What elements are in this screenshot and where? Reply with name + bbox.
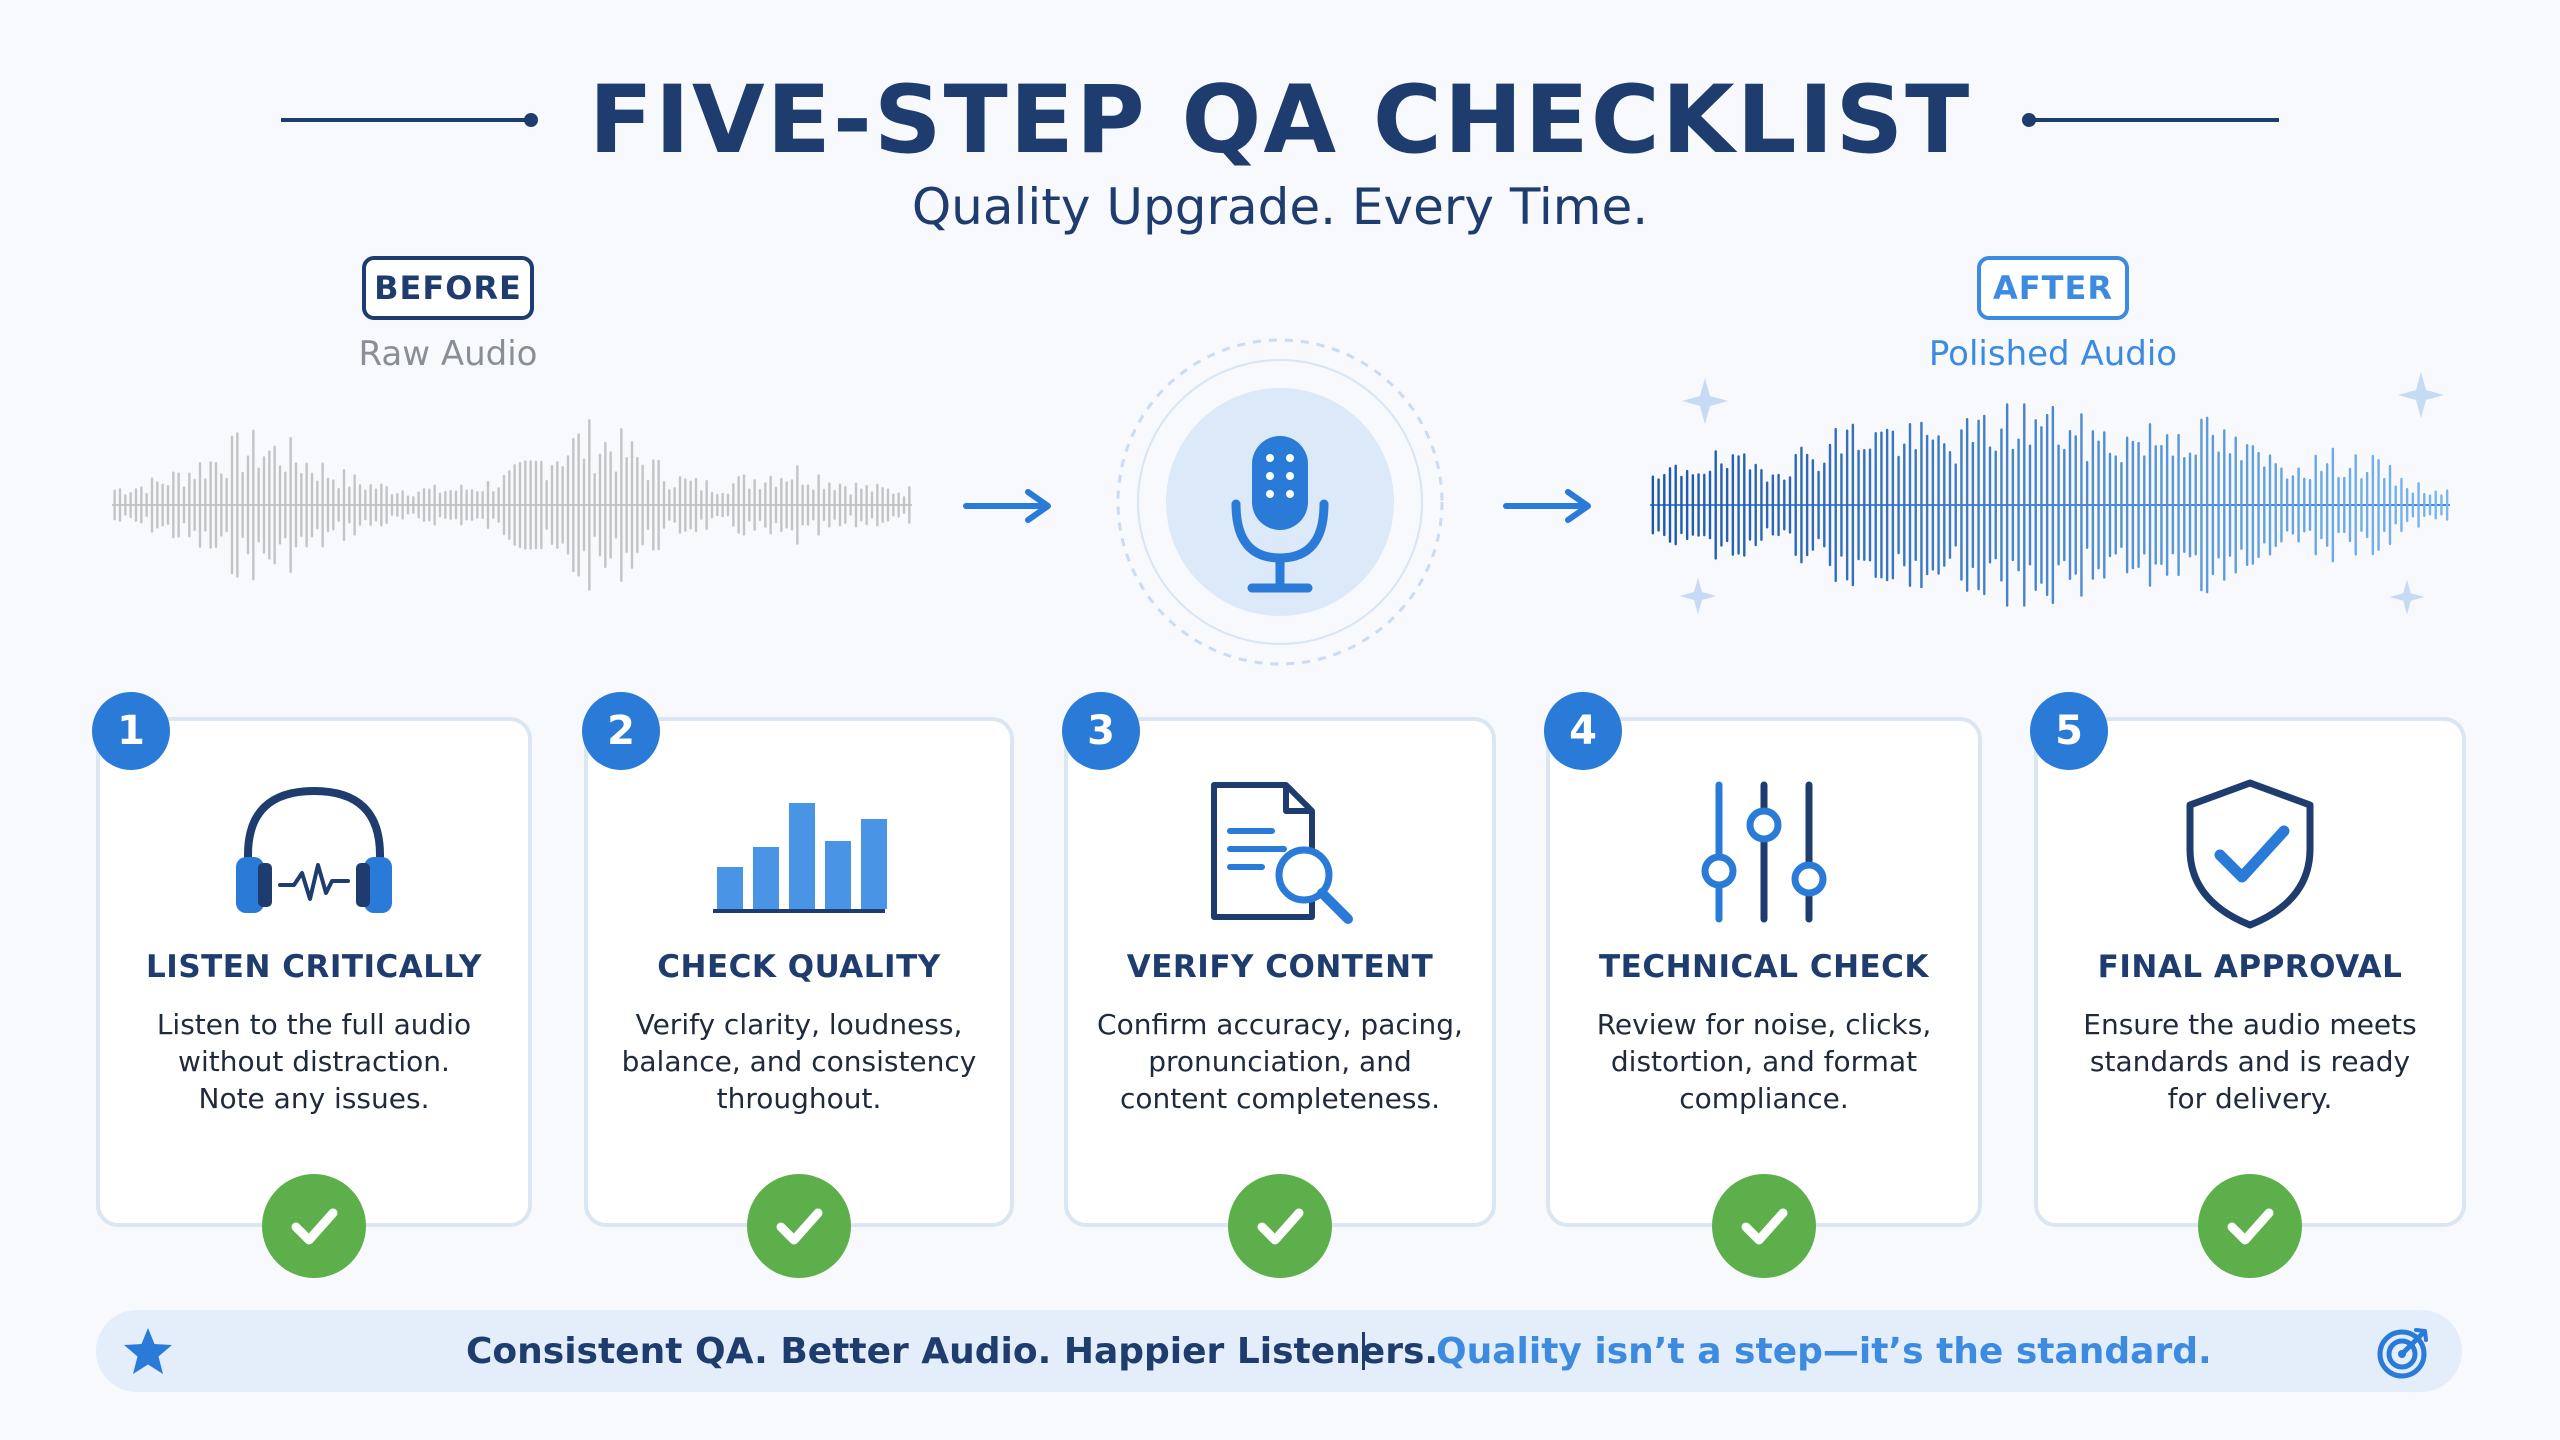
step-description-line: pronunciation, and: [1148, 1045, 1412, 1078]
step-description: Ensure the audio meets standards and is …: [2058, 1006, 2442, 1117]
headphones-icon: [236, 786, 392, 913]
star-icon: [124, 1328, 172, 1374]
step-description-line: throughout.: [716, 1082, 882, 1115]
arrow-right-icon: [963, 489, 1051, 523]
step-description: Confirm accuracy, pacing, pronunciation,…: [1088, 1006, 1472, 1117]
step-description: Verify clarity, loudness, balance, and c…: [608, 1006, 990, 1117]
microphone-icon: [1116, 338, 1444, 666]
step-description: Listen to the full audio without distrac…: [120, 1006, 508, 1117]
sparkle-icon: [2398, 372, 2444, 418]
before-caption: Raw Audio: [358, 334, 538, 374]
sparkle-icon: [1679, 577, 1717, 615]
check-icon: [1712, 1174, 1816, 1278]
step-description-line: distortion, and format: [1610, 1045, 1918, 1078]
step-card-4: TECHNICAL CHECK Review for noise, clicks…: [1546, 717, 1982, 1227]
step-card-3: VERIFY CONTENT Confirm accuracy, pacing,…: [1064, 717, 1496, 1227]
bar-chart-icon: [713, 803, 887, 913]
step-description-line: Ensure the audio meets: [2083, 1008, 2417, 1041]
page-title: FIVE-STEP QA CHECKLIST: [588, 65, 1972, 175]
footer-slogan: Quality isn’t a step—it’s the standard.: [1436, 1330, 2212, 1372]
step-title: TECHNICAL CHECK: [1599, 949, 1929, 985]
arrow-right-icon: [1503, 489, 1591, 523]
shield-check-icon: [2186, 779, 2314, 929]
step-description-line: Confirm accuracy, pacing,: [1097, 1008, 1463, 1041]
step-description-line: for delivery.: [2167, 1082, 2333, 1115]
step-description-line: compliance.: [1679, 1082, 1849, 1115]
check-icon: [1228, 1174, 1332, 1278]
step-description-line: Note any issues.: [198, 1082, 430, 1115]
step-card-5: FINAL APPROVAL Ensure the audio meets st…: [2034, 717, 2466, 1227]
step-card-1: LISTEN CRITICALLY Listen to the full aud…: [96, 717, 532, 1227]
after-tag: AFTER: [1977, 256, 2129, 320]
before-tag: BEFORE: [362, 256, 534, 320]
sparkle-icon: [2389, 579, 2425, 615]
after-caption: Polished Audio: [1928, 334, 2178, 374]
sliders-icon: [1701, 781, 1827, 923]
step-number-badge: 4: [1544, 692, 1622, 770]
target-icon: [2377, 1328, 2428, 1379]
page-subtitle: Quality Upgrade. Every Time.: [911, 178, 1649, 236]
step-number-badge: 2: [582, 692, 660, 770]
document-search-icon: [1211, 782, 1353, 924]
step-description-line: content completeness.: [1120, 1082, 1440, 1115]
step-number-badge: 5: [2030, 692, 2108, 770]
step-description: Review for noise, clicks, distortion, an…: [1570, 1006, 1958, 1117]
footer-tagline: Consistent QA. Better Audio. Happier Lis…: [466, 1330, 1439, 1372]
polished-audio-waveform: [1650, 403, 2450, 607]
title-row: FIVE-STEP QA CHECKLIST: [0, 60, 2560, 180]
title-right-divider: [2022, 113, 2280, 127]
sparkle-icon: [1682, 378, 1728, 424]
check-icon: [262, 1174, 366, 1278]
step-title: LISTEN CRITICALLY: [146, 949, 482, 985]
step-title: FINAL APPROVAL: [2097, 949, 2403, 985]
step-description-line: Verify clarity, loudness,: [635, 1008, 963, 1041]
step-description-line: Listen to the full audio: [156, 1008, 472, 1041]
step-card-2: CHECK QUALITY Verify clarity, loudness, …: [584, 717, 1014, 1227]
check-icon: [747, 1174, 851, 1278]
step-description-line: standards and is ready: [2089, 1045, 2411, 1078]
step-title: CHECK QUALITY: [657, 949, 941, 985]
step-title: VERIFY CONTENT: [1126, 949, 1434, 985]
check-icon: [2198, 1174, 2302, 1278]
title-left-divider: [280, 113, 538, 127]
step-description-line: without distraction.: [178, 1045, 450, 1078]
step-description-line: Review for noise, clicks,: [1596, 1008, 1932, 1041]
step-number-badge: 1: [92, 692, 170, 770]
raw-audio-waveform: [112, 419, 912, 591]
footer-banner: Consistent QA. Better Audio. Happier Lis…: [96, 1310, 2462, 1392]
step-description-line: balance, and consistency: [621, 1045, 977, 1078]
step-number-badge: 3: [1062, 692, 1140, 770]
footer-divider: [1362, 1332, 1365, 1370]
